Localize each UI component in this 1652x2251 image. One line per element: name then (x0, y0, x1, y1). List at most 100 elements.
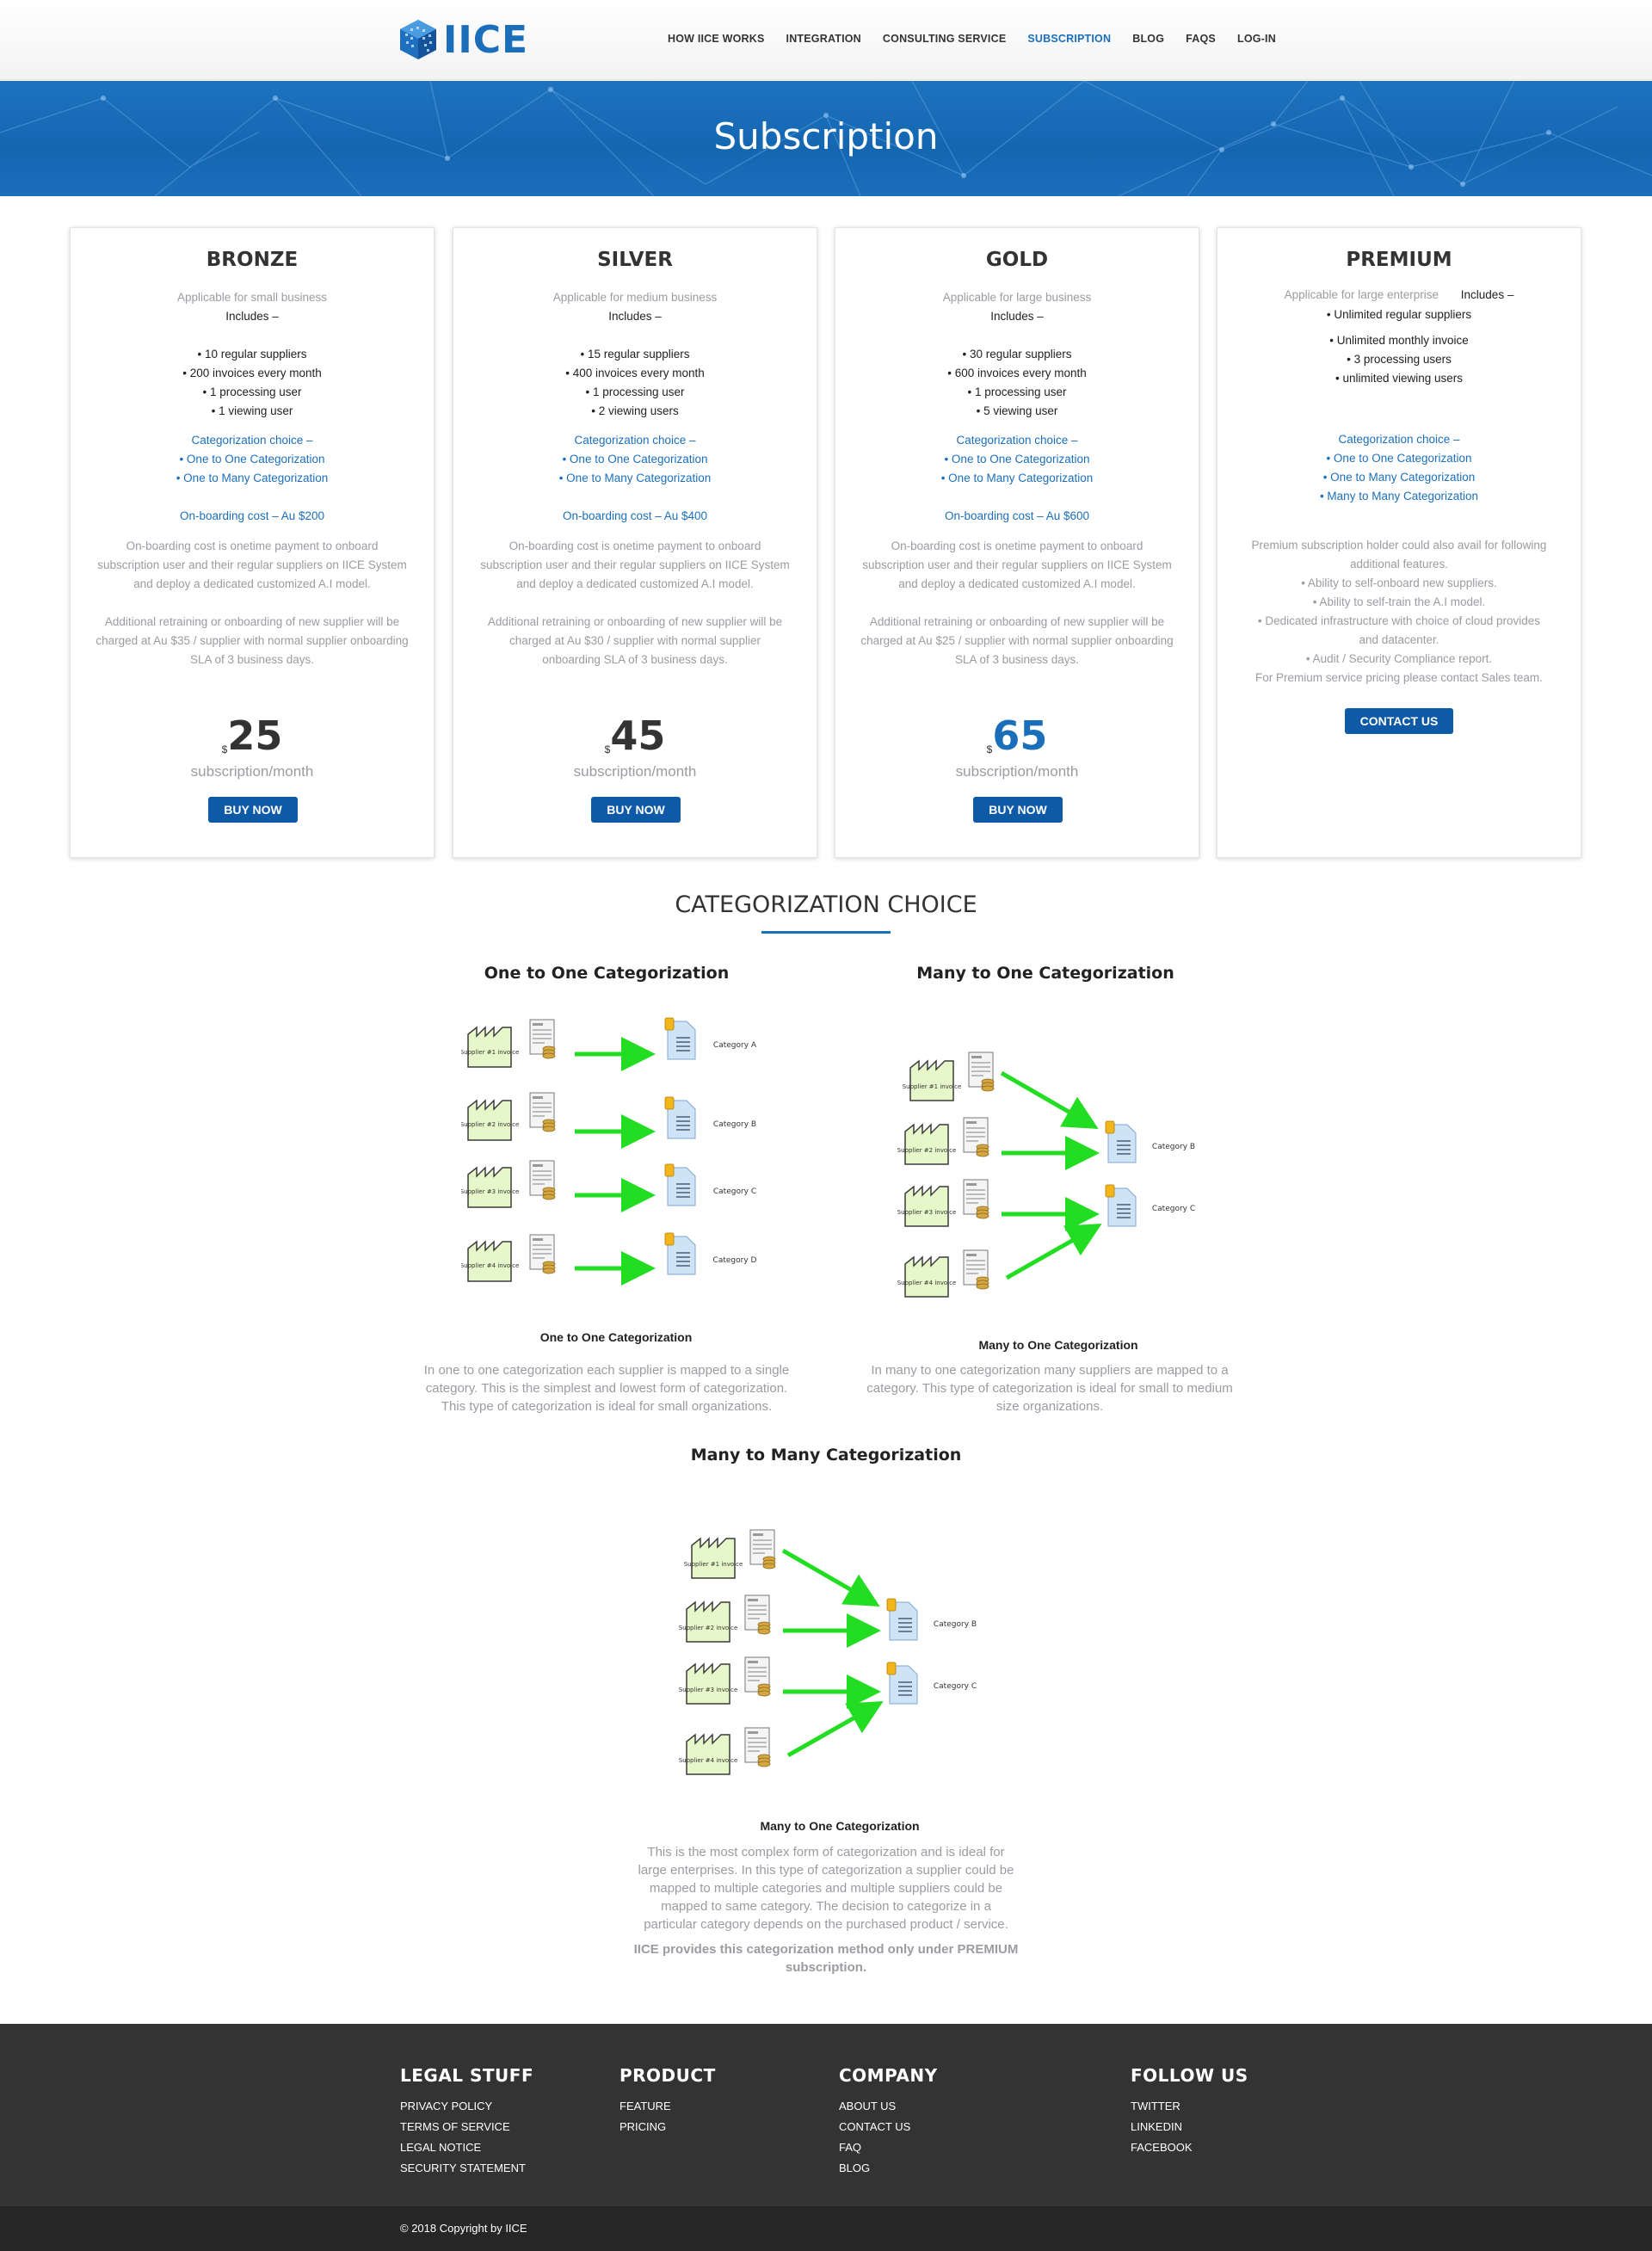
supplier-label: Supplier #1 invoice (903, 1083, 962, 1090)
plan-features: • 10 regular suppliers • 200 invoices ev… (71, 345, 434, 421)
footer-link-facebook[interactable]: FACEBOOK (1131, 2141, 1193, 2154)
cat-heading: Categorization choice – (574, 434, 696, 447)
note-line: subscription user and their regular supp… (862, 558, 1172, 571)
category-label: Category C (1152, 1205, 1195, 1213)
note-line: charged at Au $35 / supplier with normal… (96, 634, 409, 647)
supplier-1-group: Supplier #1 invoice (903, 1051, 995, 1101)
note-line: and deploy a dedicated customized A.I mo… (133, 577, 371, 590)
many-to-one-description: In many to one categorization many suppl… (835, 1361, 1265, 1415)
nav-faqs[interactable]: FAQS (1186, 33, 1216, 45)
nav-subscription[interactable]: SUBSCRIPTION (1027, 33, 1112, 45)
nav-integration[interactable]: INTEGRATION (786, 33, 861, 45)
footer-legal-column: LEGAL STUFF PRIVACY POLICY TERMS OF SERV… (400, 2065, 533, 2179)
supplier-2-group: Supplier #2 invoice (679, 1594, 771, 1643)
footer-link-contact-us[interactable]: CONTACT US (839, 2120, 911, 2133)
cat-item: • One to One Categorization (179, 453, 325, 466)
section-title: CATEGORIZATION CHOICE (675, 891, 977, 918)
category-label: Category B (713, 1120, 756, 1129)
feature-item: • unlimited viewing users (1335, 372, 1464, 385)
supplier-label: Supplier #4 invoice (679, 1757, 738, 1764)
feature-item: • 3 processing users (1347, 353, 1452, 366)
footer-link-feature[interactable]: FEATURE (620, 2100, 671, 2112)
premium-note: IICE provides this categorization method… (602, 1940, 1050, 1977)
plan-includes: Includes – (608, 310, 662, 323)
many-to-one-title: Many to One Categorization (916, 964, 1174, 983)
buy-now-button[interactable]: BUY NOW (208, 797, 298, 823)
page-banner: Subscription (0, 81, 1652, 196)
supplier-label: Supplier #1 invoice (684, 1561, 743, 1568)
footer-heading: LEGAL STUFF (400, 2065, 534, 2086)
category-label: Category C (934, 1682, 977, 1691)
desc-line: mapped to same category. The decision to… (661, 1899, 991, 1914)
many-to-one-caption: Many to One Categorization (978, 1338, 1138, 1352)
contact-us-button[interactable]: CONTACT US (1345, 708, 1453, 734)
cat-heading: Categorization choice – (191, 434, 313, 447)
footer-link-about-us[interactable]: ABOUT US (839, 2100, 897, 2112)
supplier-4-group: Supplier #4 invoice (897, 1249, 989, 1298)
note-line: IICE provides this categorization method… (633, 1942, 1019, 1957)
one-to-one-caption: One to One Categorization (539, 1330, 693, 1344)
extra-line: • Dedicated infrastructure with choice o… (1257, 614, 1541, 627)
supplier-3-group: Supplier #3 invoice (897, 1179, 989, 1227)
desc-line: mapped to multiple categories and multip… (649, 1881, 1003, 1896)
feature-item: • 1 processing user (585, 385, 685, 398)
note-line: subscription. (785, 1960, 867, 1975)
feature-item: • 200 invoices every month (182, 367, 322, 379)
one-to-one-description: In one to one categorization each suppli… (396, 1361, 817, 1415)
plan-card-silver: SILVER Applicable for medium business In… (453, 227, 817, 858)
nav-consulting-service[interactable]: CONSULTING SERVICE (882, 33, 1007, 45)
footer-link-legal-notice[interactable]: LEGAL NOTICE (400, 2141, 482, 2154)
feature-item: • 30 regular suppliers (962, 348, 1072, 361)
cat-item: • One to Many Categorization (1322, 471, 1476, 484)
retraining-note: Additional retraining or onboarding of n… (453, 613, 817, 669)
footer-link-twitter[interactable]: TWITTER (1131, 2100, 1180, 2112)
main-nav: HOW IICE WORKS INTEGRATION CONSULTING SE… (668, 33, 1276, 45)
buy-now-button[interactable]: BUY NOW (591, 797, 681, 823)
supplier-label: Supplier #2 invoice (679, 1625, 738, 1631)
supplier-label: Supplier #3 invoice (679, 1687, 738, 1693)
feature-item: • Unlimited regular suppliers (1326, 308, 1472, 321)
categorization-choices: Categorization choice – • One to One Cat… (1217, 430, 1581, 506)
categorization-choices: Categorization choice – • One to One Cat… (835, 431, 1199, 488)
cat-item: • One to One Categorization (1326, 452, 1472, 465)
supplier-3-group: Supplier #3 invoice Category C (461, 1160, 756, 1212)
onboarding-cost: On-boarding cost – Au $400 (562, 509, 708, 522)
desc-line: size organizations. (996, 1399, 1104, 1414)
plan-includes: Includes – (990, 310, 1044, 323)
footer-link-terms-of-service[interactable]: TERMS OF SERVICE (400, 2120, 510, 2133)
onboarding-cost: On-boarding cost – Au $600 (944, 509, 1090, 522)
footer-link-security-statement[interactable]: SECURITY STATEMENT (400, 2162, 526, 2174)
nav-log-in[interactable]: LOG-IN (1236, 33, 1276, 45)
supplier-label: Supplier #1 invoice (461, 1049, 519, 1056)
brand-logo[interactable]: IICE (398, 17, 536, 62)
cat-item: • One to Many Categorization (558, 472, 712, 484)
extra-line: Premium subscription holder could also a… (1251, 539, 1547, 552)
footer-link-privacy-policy[interactable]: PRIVACY POLICY (400, 2100, 493, 2112)
desc-line: This is the most complex form of categor… (647, 1845, 1005, 1859)
note-line: and deploy a dedicated customized A.I mo… (516, 577, 754, 590)
cat-item: • One to One Categorization (562, 453, 708, 466)
note-line: subscription user and their regular supp… (97, 558, 407, 571)
footer-link-pricing[interactable]: PRICING (620, 2120, 667, 2133)
feature-item: • Unlimited monthly invoice (1329, 334, 1469, 347)
brand-name: IICE (443, 17, 529, 62)
buy-now-button[interactable]: BUY NOW (973, 797, 1063, 823)
onboarding-note: On-boarding cost is onetime payment to o… (71, 537, 434, 594)
nav-how-iice-works[interactable]: HOW IICE WORKS (668, 33, 765, 45)
nav-blog[interactable]: BLOG (1132, 33, 1165, 45)
footer-link-blog[interactable]: BLOG (839, 2162, 871, 2174)
plan-card-bronze: BRONZE Applicable for small business Inc… (70, 227, 435, 858)
extra-line: • Ability to self-train the A.I model. (1312, 595, 1486, 608)
price-period: subscription/month (955, 763, 1079, 780)
categorization-choices: Categorization choice – • One to One Cat… (453, 431, 817, 488)
footer-link-faq[interactable]: FAQ (839, 2141, 862, 2154)
many-to-many-title: Many to Many Categorization (690, 1446, 962, 1465)
note-line: On-boarding cost is onetime payment to o… (126, 540, 379, 552)
extra-line: additional features. (1349, 558, 1449, 570)
feature-item: • 600 invoices every month (947, 367, 1087, 379)
footer-link-linkedin[interactable]: LINKEDIN (1131, 2120, 1182, 2133)
desc-line: category. This is the simplest and lowes… (425, 1381, 788, 1396)
extra-line: • Audit / Security Compliance report. (1305, 652, 1493, 665)
extra-line: and datacenter. (1359, 633, 1439, 646)
note-line: On-boarding cost is onetime payment to o… (891, 540, 1143, 552)
